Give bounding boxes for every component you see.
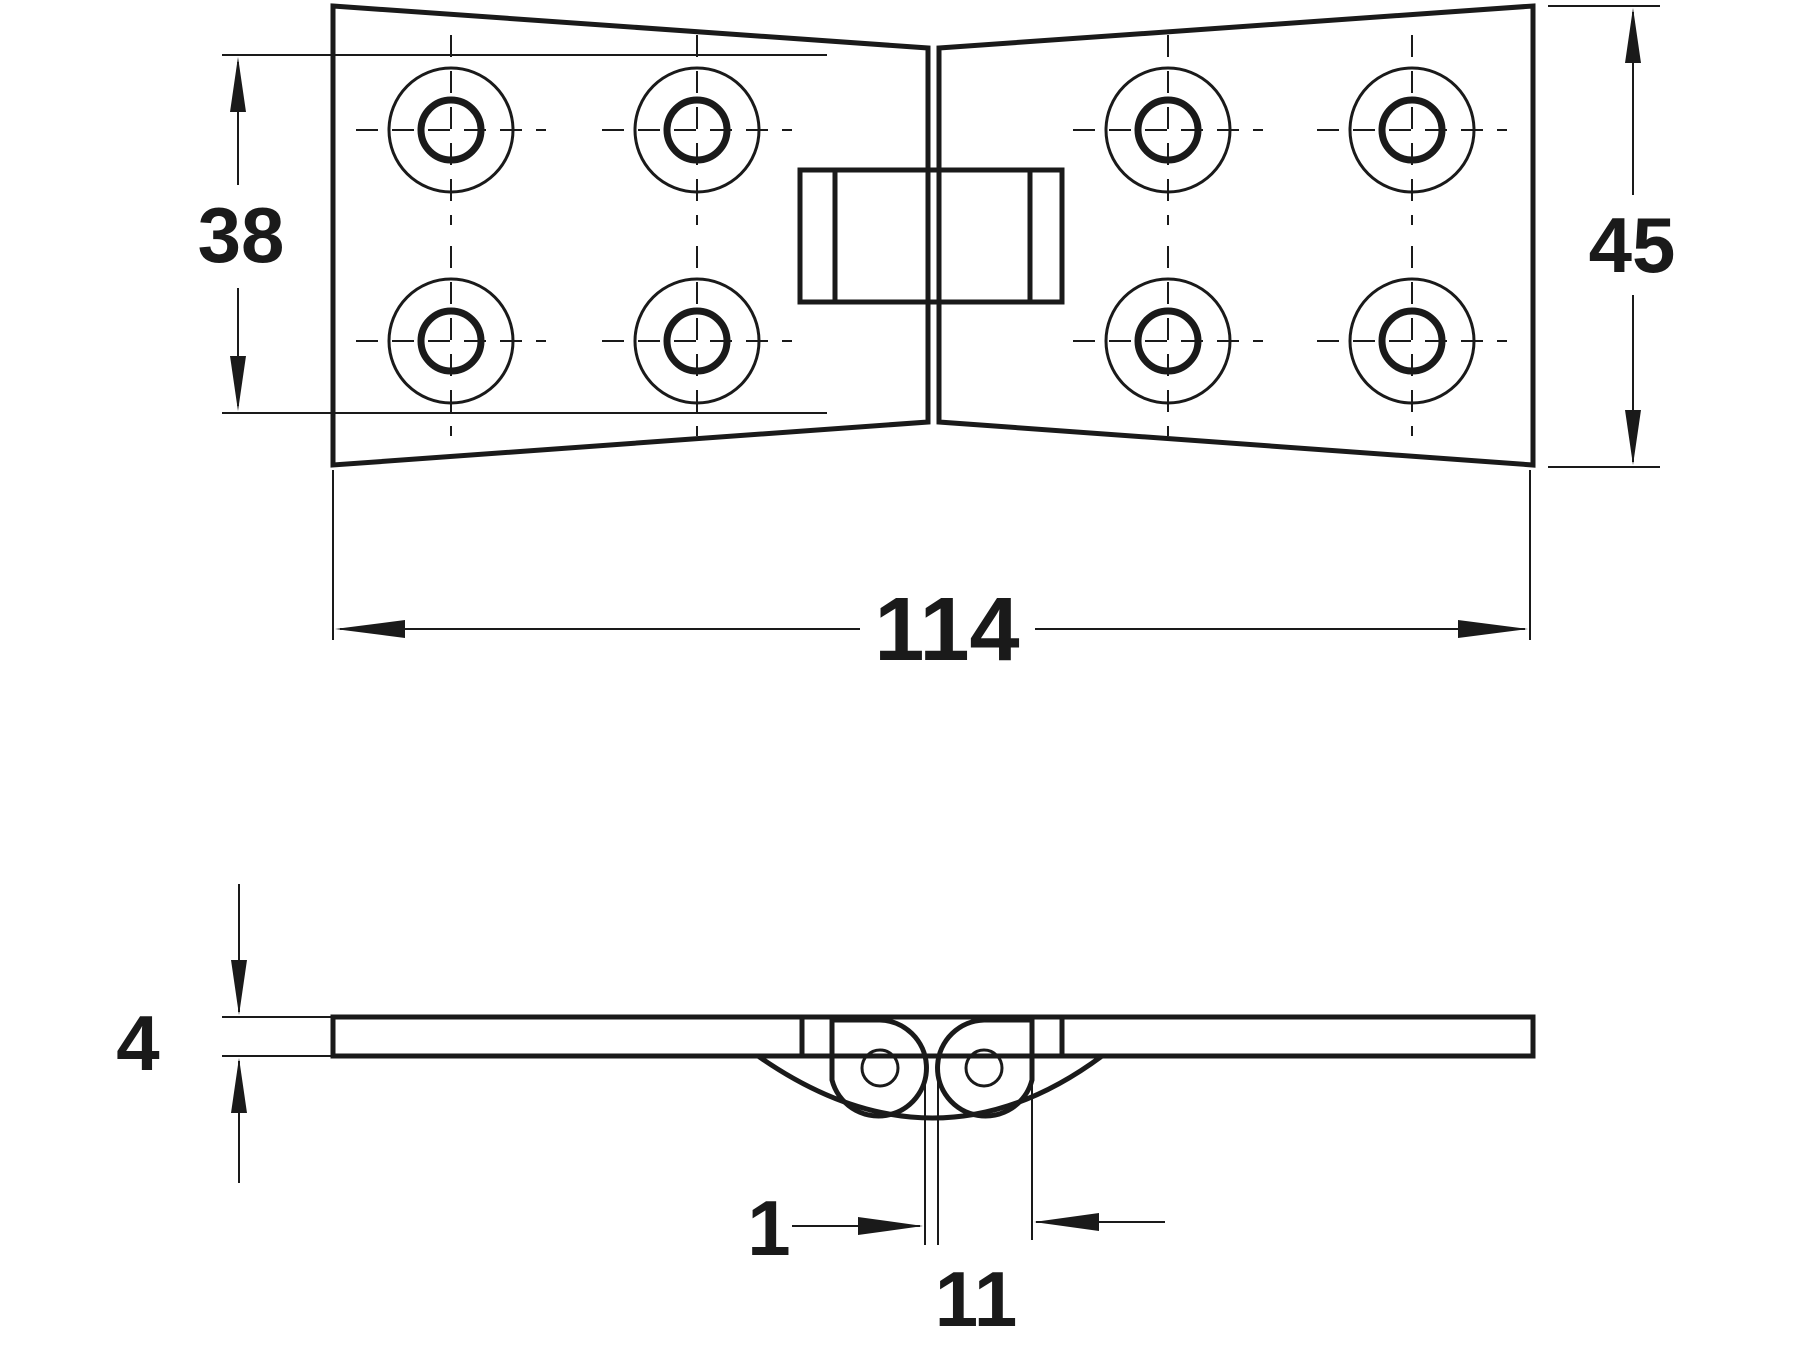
dimension-label-1: 1 bbox=[747, 1184, 790, 1272]
leaf-side bbox=[330, 1014, 1536, 1059]
screw-hole bbox=[1317, 35, 1507, 225]
dimension-38: 38 bbox=[198, 54, 827, 414]
screw-hole bbox=[1073, 35, 1263, 225]
dimension-label-4: 4 bbox=[116, 999, 159, 1087]
dimension-4: 4 bbox=[116, 884, 333, 1183]
side-view bbox=[330, 1014, 1536, 1121]
dimension-1-and-11: 1 11 bbox=[747, 1080, 1165, 1343]
screw-hole bbox=[356, 246, 546, 436]
dimension-label-38: 38 bbox=[198, 191, 285, 279]
left-leaf bbox=[330, 3, 931, 468]
screw-hole bbox=[1073, 246, 1263, 436]
screw-hole bbox=[1317, 246, 1507, 436]
screw-hole bbox=[602, 35, 792, 225]
screw-hole bbox=[356, 35, 546, 225]
pin-hole-right bbox=[964, 1048, 1004, 1088]
left-knuckle bbox=[829, 1017, 929, 1119]
right-knuckle bbox=[935, 1017, 1035, 1119]
pin-hole-left bbox=[860, 1048, 900, 1088]
knuckle-curve bbox=[756, 1053, 1104, 1121]
screw-hole bbox=[602, 246, 792, 436]
dimension-label-11: 11 bbox=[935, 1255, 1017, 1343]
knuckle bbox=[797, 167, 1065, 305]
top-view bbox=[330, 3, 1536, 468]
dimension-45: 45 bbox=[1548, 5, 1676, 468]
dimension-label-114: 114 bbox=[874, 580, 1019, 680]
dimension-label-45: 45 bbox=[1589, 201, 1676, 289]
screw-holes bbox=[356, 35, 1507, 436]
dimension-114: 114 bbox=[332, 470, 1531, 680]
right-leaf bbox=[936, 3, 1536, 468]
